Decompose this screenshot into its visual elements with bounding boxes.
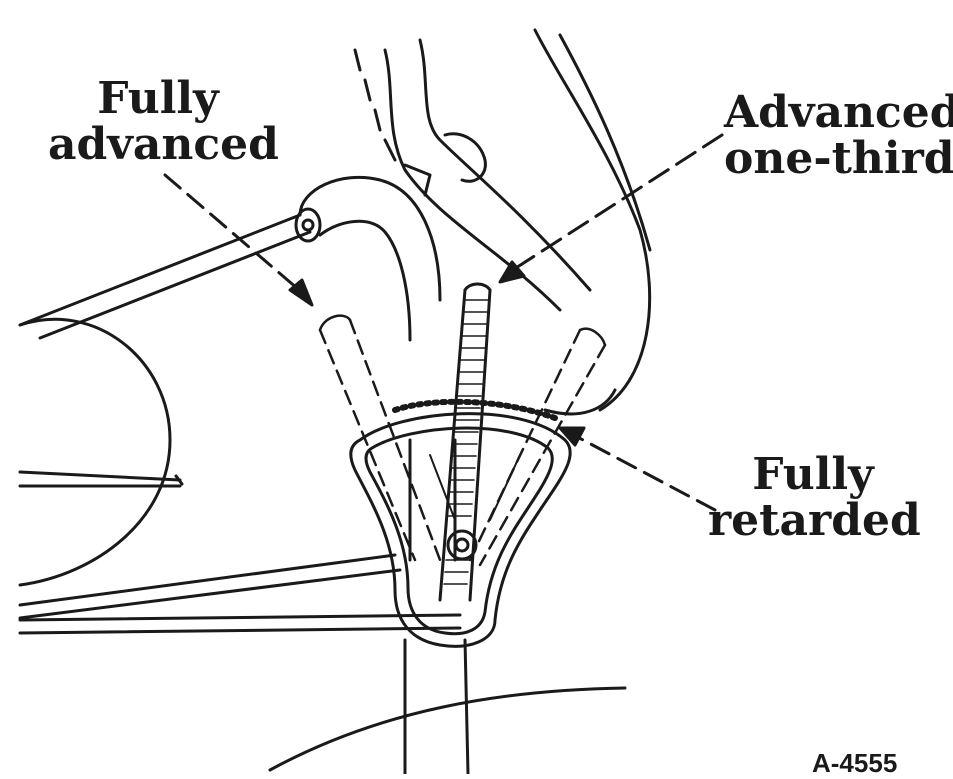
dash-curve (270, 688, 625, 770)
sector-quadrant (351, 402, 570, 646)
figure-number: A-4555 (812, 748, 897, 779)
label-fully-retarded-line2: retarded (708, 498, 918, 544)
label-fully-retarded: Fully retarded (708, 452, 918, 544)
label-advanced-one-third-line1: Advanced (724, 90, 950, 136)
label-fully-retarded-line1: Fully (708, 452, 918, 498)
ghost-lever-positions (320, 316, 605, 565)
label-fully-advanced-line1: Fully (48, 76, 268, 122)
leader-fully-retarded (560, 428, 715, 510)
label-advanced-one-third-line2: one-third (724, 136, 950, 182)
upper-bracket (355, 30, 650, 414)
label-advanced-one-third: Advanced one-third (724, 90, 950, 182)
spark-lever (440, 284, 490, 600)
leader-advanced-one-third (500, 135, 722, 282)
label-fully-advanced-line2: advanced (48, 122, 268, 168)
wheel-hub (20, 215, 310, 585)
spoke-rod (20, 472, 182, 486)
steering-column-tube (296, 177, 440, 340)
label-fully-advanced: Fully advanced (48, 76, 268, 168)
